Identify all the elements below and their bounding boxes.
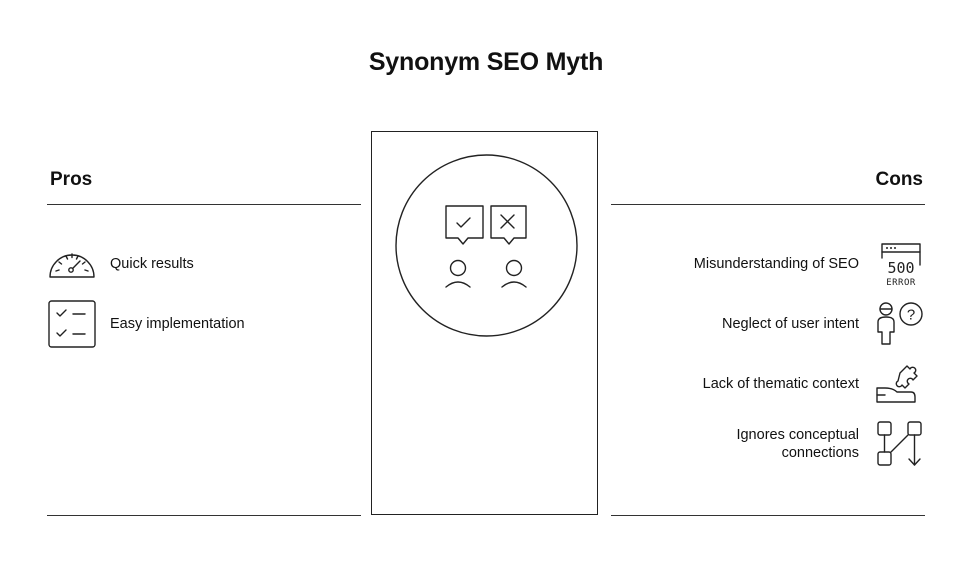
- con-item-conceptual-connections: Ignores conceptual connections: [736, 419, 925, 469]
- speedometer-icon: [47, 239, 97, 289]
- con-item-misunderstanding-seo: 500 ERROR Misunderstanding of SEO: [694, 239, 925, 289]
- con-item-label-line: Ignores conceptual: [736, 427, 859, 443]
- flow-diagram-icon: [875, 419, 925, 469]
- people-approve-reject-icon: [395, 154, 578, 337]
- con-item-label: Lack of thematic context: [702, 376, 859, 392]
- pro-item-label: Easy implementation: [110, 316, 245, 332]
- svg-text:500: 500: [887, 259, 914, 277]
- con-item-neglect-user-intent: ? Neglect of user intent: [722, 299, 925, 349]
- server-error-icon: 500 ERROR: [875, 239, 925, 289]
- con-item-label: Misunderstanding of SEO: [693, 256, 859, 272]
- cons-top-divider: [611, 204, 925, 205]
- pros-heading: Pros: [50, 169, 93, 190]
- cons-heading: Cons: [875, 169, 924, 190]
- pros-bottom-divider: [47, 515, 361, 516]
- pro-item-quick-results: Quick results: [47, 239, 194, 289]
- pros-top-divider: [47, 204, 361, 205]
- con-item-label-line: connections: [781, 445, 859, 461]
- svg-text:ERROR: ERROR: [886, 278, 916, 288]
- svg-text:?: ?: [907, 307, 915, 324]
- cons-bottom-divider: [611, 515, 925, 516]
- pro-item-label: Quick results: [110, 256, 194, 272]
- confused-person-icon: ?: [875, 299, 925, 349]
- checklist-icon: [47, 299, 97, 349]
- con-item-label: Ignores conceptual connections: [736, 426, 859, 462]
- center-panel: [371, 131, 598, 515]
- pro-item-easy-implementation: Easy implementation: [47, 299, 245, 349]
- diagram-title: Synonym SEO Myth: [368, 48, 604, 76]
- con-item-thematic-context: Lack of thematic context: [703, 359, 925, 409]
- puzzle-hand-icon: [875, 359, 925, 409]
- con-item-label: Neglect of user intent: [721, 316, 859, 332]
